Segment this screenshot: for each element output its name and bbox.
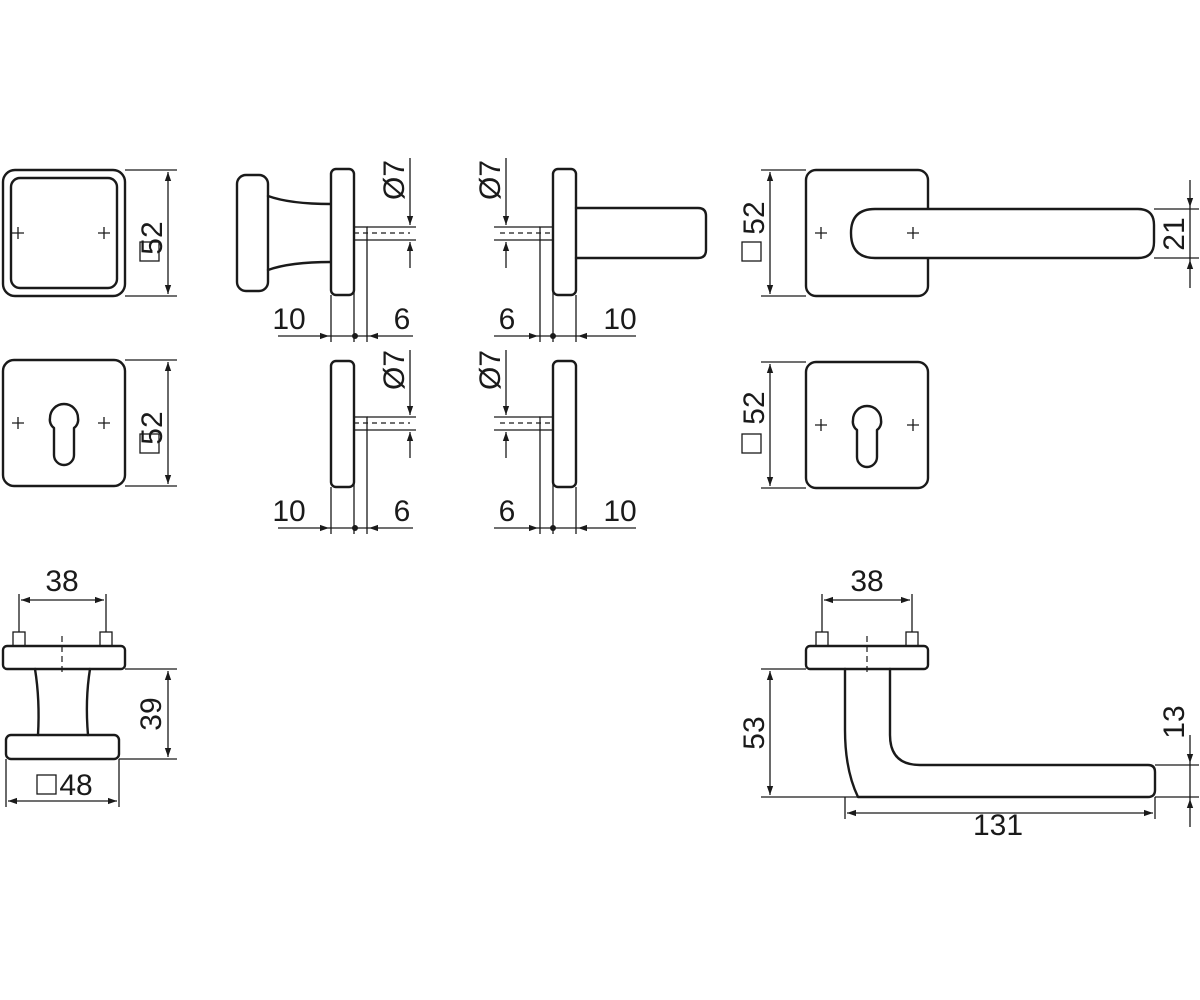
lever-front-grip-label: 21 [1158, 217, 1191, 250]
lever-top-length-label: 131 [973, 809, 1023, 842]
plate-side-left-right-label: 6 [394, 495, 411, 528]
cylinder-rosette-right-size-label: 52 [738, 391, 771, 424]
lever-side-diameter-label: Ø7 [474, 160, 507, 200]
lever-side-left-label: 6 [499, 303, 516, 336]
knob-side-left-label: 10 [272, 303, 305, 336]
lever-top-height-label: 53 [738, 716, 771, 749]
knob-top-view: 38 39 48 [1, 565, 177, 807]
knob-side-right-label: 6 [394, 303, 411, 336]
rosette-side-view-left: Ø7 10 6 [272, 350, 416, 534]
square-rosette-size-label: 52 [136, 221, 169, 254]
plate-side-left-diameter-label: Ø7 [378, 350, 411, 390]
cylinder-rosette-front-right: 52 [738, 360, 930, 490]
lever-top-grip-label: 13 [1158, 705, 1191, 738]
knob-top-spacing-label: 38 [45, 565, 78, 598]
plate-side-right-left-label: 6 [499, 495, 516, 528]
square-rosette-front: 52 [1, 168, 177, 298]
plate-side-left-left-label: 10 [272, 495, 305, 528]
cylinder-rosette-size-label: 52 [136, 411, 169, 444]
lever-front-view: 52 21 [738, 168, 1199, 298]
rosette-side-view-right: Ø7 6 10 [474, 350, 637, 534]
lever-side-right-label: 10 [603, 303, 636, 336]
knob-side-diameter-label: Ø7 [378, 160, 411, 200]
plate-side-right-right-label: 10 [603, 495, 636, 528]
lever-front-size-label: 52 [738, 201, 771, 234]
lever-top-spacing-label: 38 [850, 565, 883, 598]
knob-top-height-label: 39 [135, 697, 168, 730]
cylinder-rosette-front: 52 [1, 358, 177, 488]
lever-side-view: Ø7 6 10 [474, 158, 708, 342]
lever-top-view: 38 53 13 131 [738, 565, 1199, 842]
knob-top-base-label: 48 [59, 769, 92, 802]
plate-side-right-diameter-label: Ø7 [474, 350, 507, 390]
knob-side-view: Ø7 10 6 [235, 158, 416, 342]
